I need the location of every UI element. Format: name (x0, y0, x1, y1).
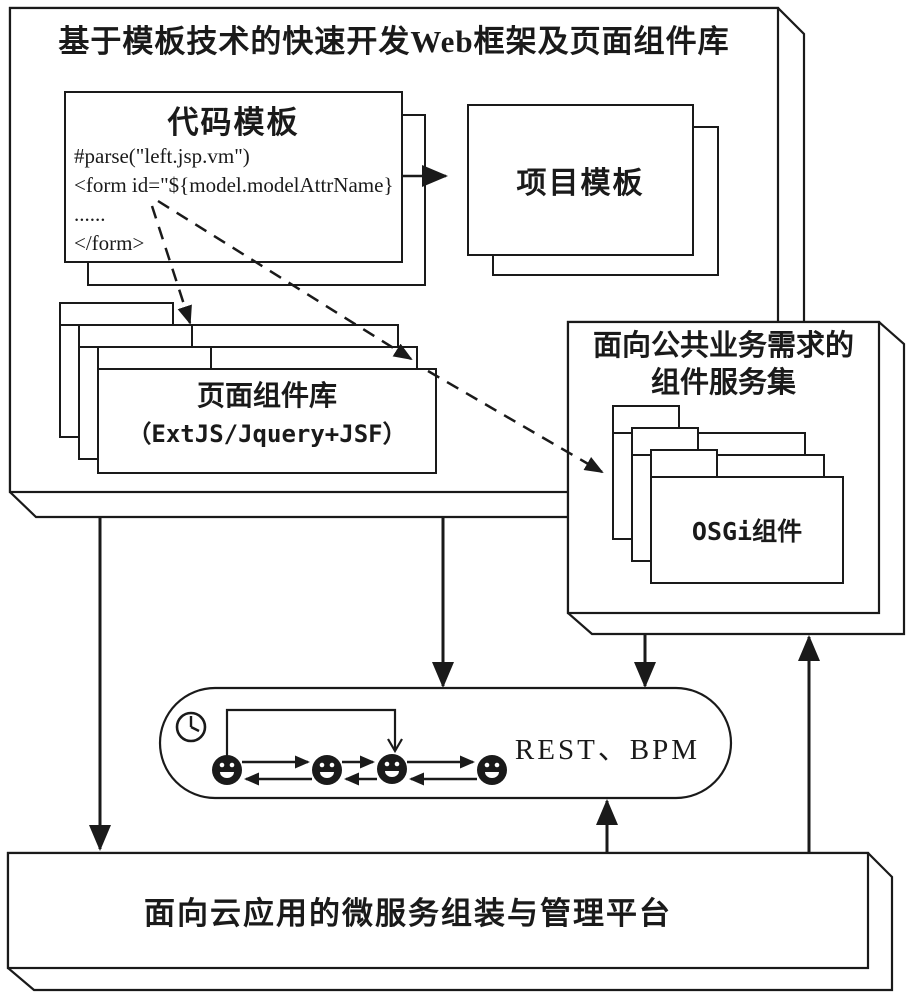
flow-arrows (89, 517, 820, 852)
folder-icon (97, 346, 437, 474)
code-line: <form id="${model.modelAttrName} (74, 173, 394, 197)
platform-box (6, 851, 894, 992)
page-component-folder-stack (59, 302, 437, 474)
bus-label: REST、BPM (514, 734, 701, 766)
code-template-box (64, 91, 426, 286)
workflow-loop-arrow (225, 708, 403, 756)
code-line: #parse("left.jsp.vm") (74, 144, 250, 168)
service-node-icon (212, 755, 242, 785)
page-component-title: 页面组件库 (196, 381, 337, 412)
code-line: ...... (74, 202, 106, 226)
node-link-arrows (242, 755, 477, 786)
project-template-box (467, 104, 719, 276)
dashed-arrow-code-to-foldercorner (157, 199, 413, 361)
folder-icon (650, 449, 844, 584)
dashed-arrow-folder-to-osgi (427, 369, 604, 474)
osgi-folder-stack (612, 405, 844, 584)
service-node-icon (377, 754, 407, 784)
service-set-title-line1: 面向公共业务需求的 (592, 330, 854, 362)
service-bus-capsule (158, 686, 733, 800)
template-generate-arrows (150, 199, 604, 474)
page-component-subtitle: （ExtJS/Jquery+JSF） (127, 420, 407, 448)
code-line: </form> (74, 231, 145, 255)
osgi-component-label: OSGi组件 (691, 517, 803, 546)
platform-label: 面向云应用的微服务组装与管理平台 (144, 895, 672, 931)
clock-icon (175, 711, 207, 743)
service-node-icon (477, 755, 507, 785)
code-template-snippet: #parse("left.jsp.vm") <form id="${model.… (74, 142, 398, 258)
service-node-icon (312, 755, 342, 785)
framework-title: 基于模板技术的快速开发Web框架及页面组件库 (58, 24, 730, 59)
page-component-library-label: 页面组件库 （ExtJS/Jquery+JSF） (98, 380, 436, 454)
service-set-title-line2: 组件服务集 (650, 367, 796, 399)
service-set-title: 面向公共业务需求的 组件服务集 (568, 328, 879, 402)
code-template-title: 代码模板 (167, 105, 300, 140)
project-template-label: 项目模板 (516, 167, 645, 200)
